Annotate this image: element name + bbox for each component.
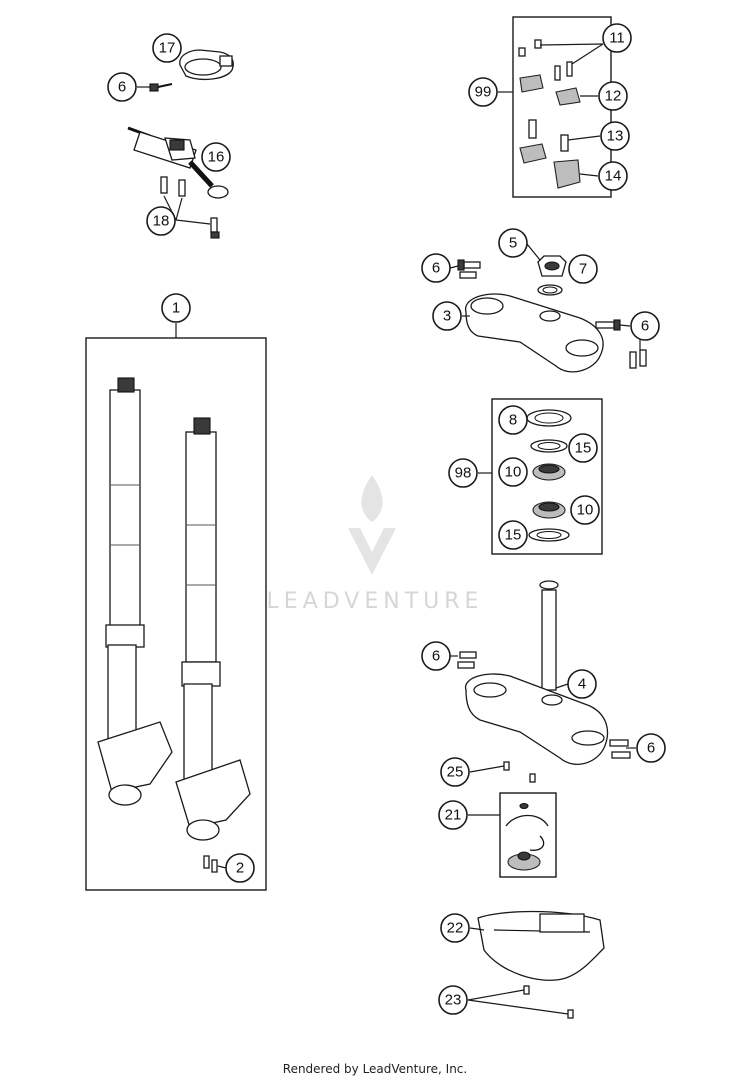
- callout-25: 25: [440, 757, 470, 787]
- callout-15-lower: 15: [498, 520, 528, 550]
- svg-text:5: 5: [509, 235, 517, 252]
- leadventure-watermark: LEADVENTURE: [267, 475, 484, 614]
- part-4-lower-triple-clamp: [465, 580, 609, 765]
- svg-text:98: 98: [455, 465, 472, 482]
- callout-6-top: 6: [107, 72, 137, 102]
- callout-11: 11: [602, 23, 632, 53]
- svg-text:3: 3: [443, 308, 451, 325]
- callout-6-upper-right: 6: [630, 311, 660, 341]
- svg-text:6: 6: [118, 79, 126, 96]
- svg-text:7: 7: [579, 261, 587, 278]
- svg-text:10: 10: [505, 464, 522, 481]
- callout-14: 14: [598, 161, 628, 191]
- kit-98-bearings: [526, 409, 572, 542]
- svg-text:2: 2: [236, 860, 244, 877]
- part-17-clamp-bracket: [179, 49, 234, 81]
- watermark-brand-text: LEADVENTURE: [267, 589, 484, 614]
- part-6-bolts-lower-right: [609, 739, 636, 759]
- part-18-bolts: [160, 176, 220, 239]
- part-5-nut: [526, 243, 567, 277]
- svg-text:4: 4: [578, 676, 586, 693]
- callout-15-upper: 15: [568, 433, 598, 463]
- svg-text:25: 25: [447, 764, 464, 781]
- part-6-bolts-lower-left: [450, 651, 477, 669]
- svg-text:16: 16: [208, 149, 225, 166]
- svg-text:21: 21: [445, 807, 462, 824]
- callout-13: 13: [600, 121, 630, 151]
- footer-credit: Rendered by LeadVenture, Inc.: [282, 1062, 468, 1076]
- part-23-screws: [467, 985, 574, 1019]
- callout-17: 17: [152, 33, 182, 63]
- svg-text:17: 17: [159, 40, 176, 57]
- part-1-fork-right: [175, 417, 251, 841]
- callout-99: 99: [468, 77, 498, 107]
- callout-1: 1: [161, 293, 191, 323]
- part-6-bolts-upper-left: [449, 259, 481, 279]
- part-2-bolts: [203, 855, 227, 873]
- callout-18: 18: [146, 206, 176, 236]
- svg-text:6: 6: [432, 260, 440, 277]
- callout-12: 12: [598, 81, 628, 111]
- kit-99-parts: [518, 39, 604, 189]
- svg-text:6: 6: [641, 318, 649, 335]
- callout-22: 22: [440, 913, 470, 943]
- svg-text:23: 23: [445, 992, 462, 1009]
- part-6-bolt-top: [137, 83, 173, 92]
- svg-text:14: 14: [605, 168, 622, 185]
- watermark-flame-icon: [361, 475, 383, 522]
- callout-2: 2: [225, 853, 255, 883]
- part-1-fork-left: [97, 377, 173, 806]
- part-25-screws: [469, 761, 536, 783]
- svg-text:6: 6: [432, 648, 440, 665]
- callout-98: 98: [448, 458, 478, 488]
- callout-6-upper-left: 6: [421, 253, 451, 283]
- svg-text:11: 11: [609, 30, 625, 47]
- svg-text:12: 12: [605, 88, 622, 105]
- callout-8: 8: [498, 405, 528, 435]
- callout-16: 16: [201, 142, 231, 172]
- svg-text:15: 15: [575, 440, 592, 457]
- part-3-upper-triple-clamp: [462, 293, 604, 373]
- svg-text:10: 10: [577, 502, 594, 519]
- part-21-box: [499, 792, 557, 878]
- kit-98-box: [491, 398, 603, 555]
- svg-text:15: 15: [505, 527, 522, 544]
- callout-7: 7: [568, 254, 598, 284]
- svg-text:18: 18: [153, 213, 170, 230]
- callout-10-upper: 10: [498, 457, 528, 487]
- part-22-guard-plate: [469, 910, 605, 981]
- callout-4: 4: [567, 669, 597, 699]
- svg-text:6: 6: [647, 740, 655, 757]
- svg-text:13: 13: [607, 128, 624, 145]
- part-6-bolts-upper-right: [595, 319, 647, 369]
- callout-23: 23: [438, 985, 468, 1015]
- svg-text:8: 8: [509, 412, 517, 429]
- svg-text:1: 1: [172, 300, 180, 317]
- callout-10-lower: 10: [570, 495, 600, 525]
- callout-5: 5: [498, 228, 528, 258]
- svg-text:22: 22: [447, 920, 464, 937]
- svg-text:99: 99: [475, 84, 492, 101]
- callout-3: 3: [432, 301, 462, 331]
- part-21-components: [505, 802, 549, 871]
- watermark-v-icon: [348, 528, 396, 575]
- callout-6-lower-left: 6: [421, 641, 451, 671]
- part-7-washer: [537, 284, 563, 296]
- part-16-steering-damper: [127, 126, 229, 199]
- callout-6-lower-right: 6: [636, 733, 666, 763]
- callout-21: 21: [438, 800, 468, 830]
